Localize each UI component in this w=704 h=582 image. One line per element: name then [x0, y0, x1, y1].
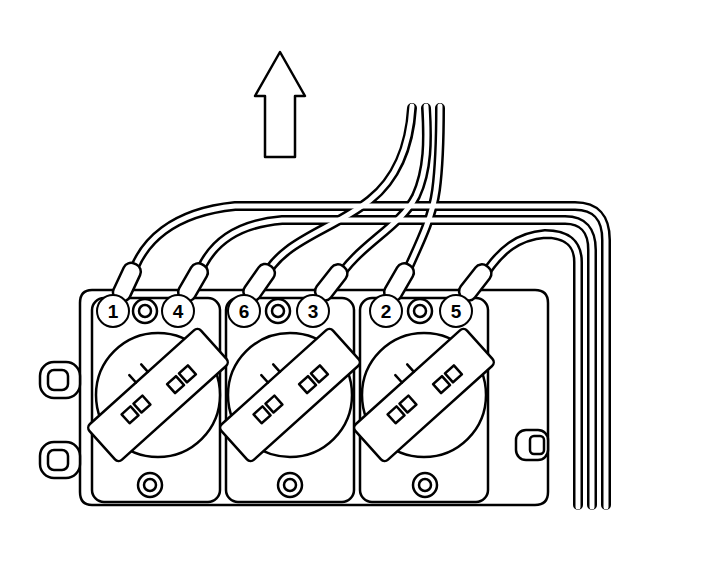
cylinder-number-tab: 1 [96, 294, 130, 328]
cylinder-number: 5 [451, 302, 462, 321]
cylinder-number-tab: 2 [369, 294, 403, 328]
cylinder-number: 2 [381, 302, 392, 321]
coil-modules [80, 298, 496, 502]
cylinder-number-tab: 3 [296, 294, 330, 328]
cylinder-number-tab: 4 [161, 294, 195, 328]
base-plate [80, 290, 548, 505]
cylinder-number: 3 [308, 302, 319, 321]
mounting-bolts [133, 299, 437, 497]
cylinder-number-tab: 5 [439, 294, 473, 328]
cylinder-number: 1 [108, 302, 119, 321]
direction-arrow [255, 52, 305, 157]
cylinder-number-tab: 6 [227, 294, 261, 328]
cylinder-number: 6 [239, 302, 250, 321]
cylinder-number: 4 [173, 302, 184, 321]
